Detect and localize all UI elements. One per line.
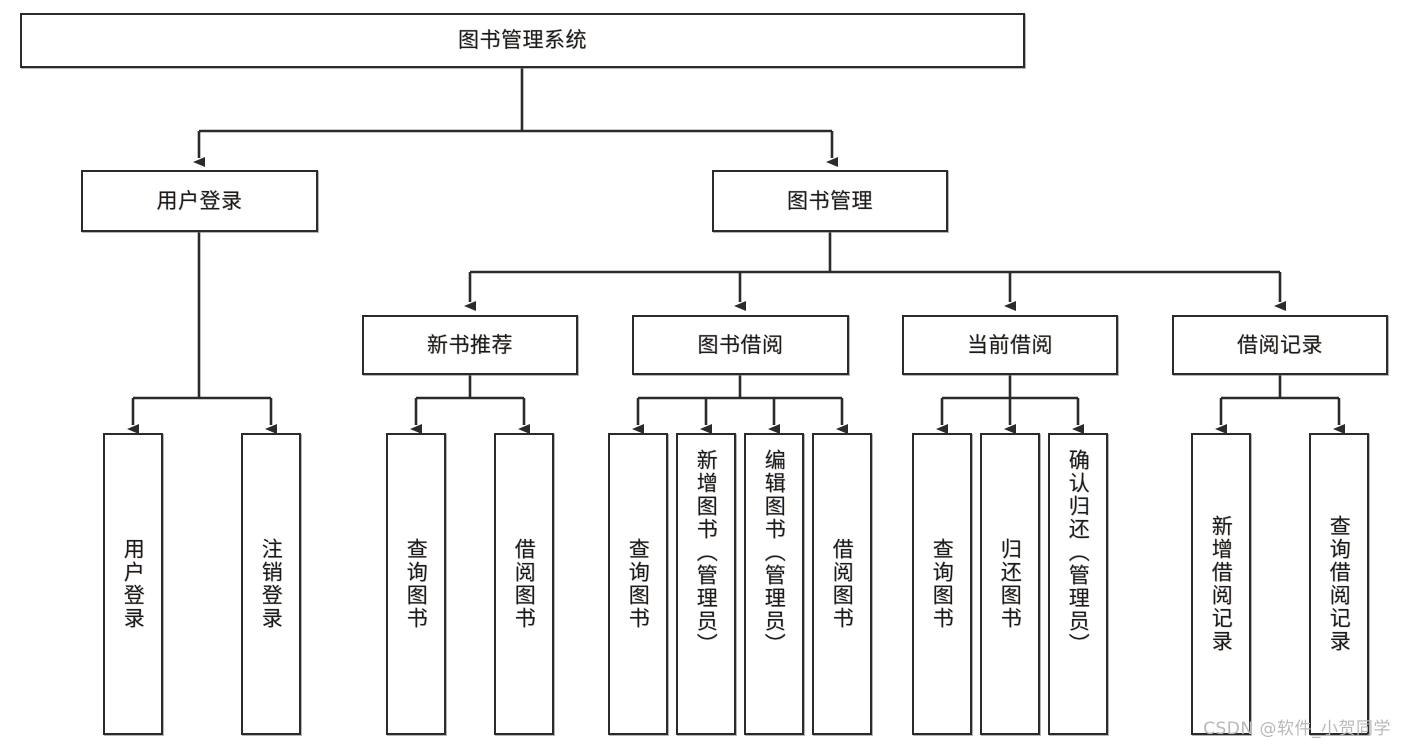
- node-current-borrow-label: 当前借阅: [967, 332, 1053, 357]
- leaf-user-login[interactable]: 用户登录: [103, 433, 163, 735]
- leaf-query-book-3[interactable]: 查询图书: [912, 433, 972, 735]
- leaf-query-record[interactable]: 查询借阅记录: [1309, 433, 1369, 735]
- leaf-return-book-label: 归还图书: [998, 538, 1023, 630]
- leaf-return-book[interactable]: 归还图书: [980, 433, 1040, 735]
- leaf-query-book-1-label: 查询图书: [404, 538, 429, 630]
- leaf-query-book-3-label: 查询图书: [930, 538, 955, 630]
- leaf-user-login-label: 用户登录: [121, 538, 146, 630]
- leaf-add-book-label: 新增图书（管理员）: [694, 449, 719, 656]
- leaf-confirm-return-label: 确认归还（管理员）: [1066, 449, 1091, 656]
- leaf-query-book-1[interactable]: 查询图书: [386, 433, 446, 735]
- leaf-borrow-book-2-label: 借阅图书: [830, 538, 855, 630]
- leaf-edit-book[interactable]: 编辑图书（管理员）: [744, 433, 804, 735]
- leaf-edit-book-label: 编辑图书（管理员）: [762, 449, 787, 656]
- leaf-query-book-2[interactable]: 查询图书: [608, 433, 668, 735]
- leaf-query-book-2-label: 查询图书: [626, 538, 651, 630]
- node-book-borrow-label: 图书借阅: [697, 332, 784, 357]
- leaf-borrow-book-1-label: 借阅图书: [512, 538, 537, 630]
- node-user-login[interactable]: 用户登录: [81, 170, 318, 232]
- leaf-user-logout-label: 注销登录: [259, 538, 284, 630]
- node-book-borrow[interactable]: 图书借阅: [632, 315, 849, 375]
- node-user-login-label: 用户登录: [156, 188, 243, 213]
- node-new-book-recommend-label: 新书推荐: [427, 332, 513, 357]
- node-borrow-record[interactable]: 借阅记录: [1172, 315, 1388, 375]
- node-book-manage-label: 图书管理: [787, 188, 873, 213]
- node-borrow-record-label: 借阅记录: [1237, 332, 1323, 357]
- leaf-add-record[interactable]: 新增借阅记录: [1191, 433, 1251, 735]
- leaf-query-record-label: 查询借阅记录: [1327, 515, 1352, 653]
- leaf-confirm-return[interactable]: 确认归还（管理员）: [1048, 433, 1108, 735]
- node-root[interactable]: 图书管理系统: [20, 13, 1025, 68]
- node-root-label: 图书管理系统: [458, 28, 587, 53]
- node-current-borrow[interactable]: 当前借阅: [902, 315, 1118, 375]
- leaf-user-logout[interactable]: 注销登录: [241, 433, 301, 735]
- watermark: CSDN @软件_小贺同学: [1203, 719, 1391, 739]
- node-book-manage[interactable]: 图书管理: [712, 170, 948, 232]
- leaf-add-book[interactable]: 新增图书（管理员）: [676, 433, 736, 735]
- node-new-book-recommend[interactable]: 新书推荐: [362, 315, 578, 375]
- leaf-borrow-book-1[interactable]: 借阅图书: [494, 433, 554, 735]
- leaf-borrow-book-2[interactable]: 借阅图书: [812, 433, 872, 735]
- leaf-add-record-label: 新增借阅记录: [1209, 515, 1234, 653]
